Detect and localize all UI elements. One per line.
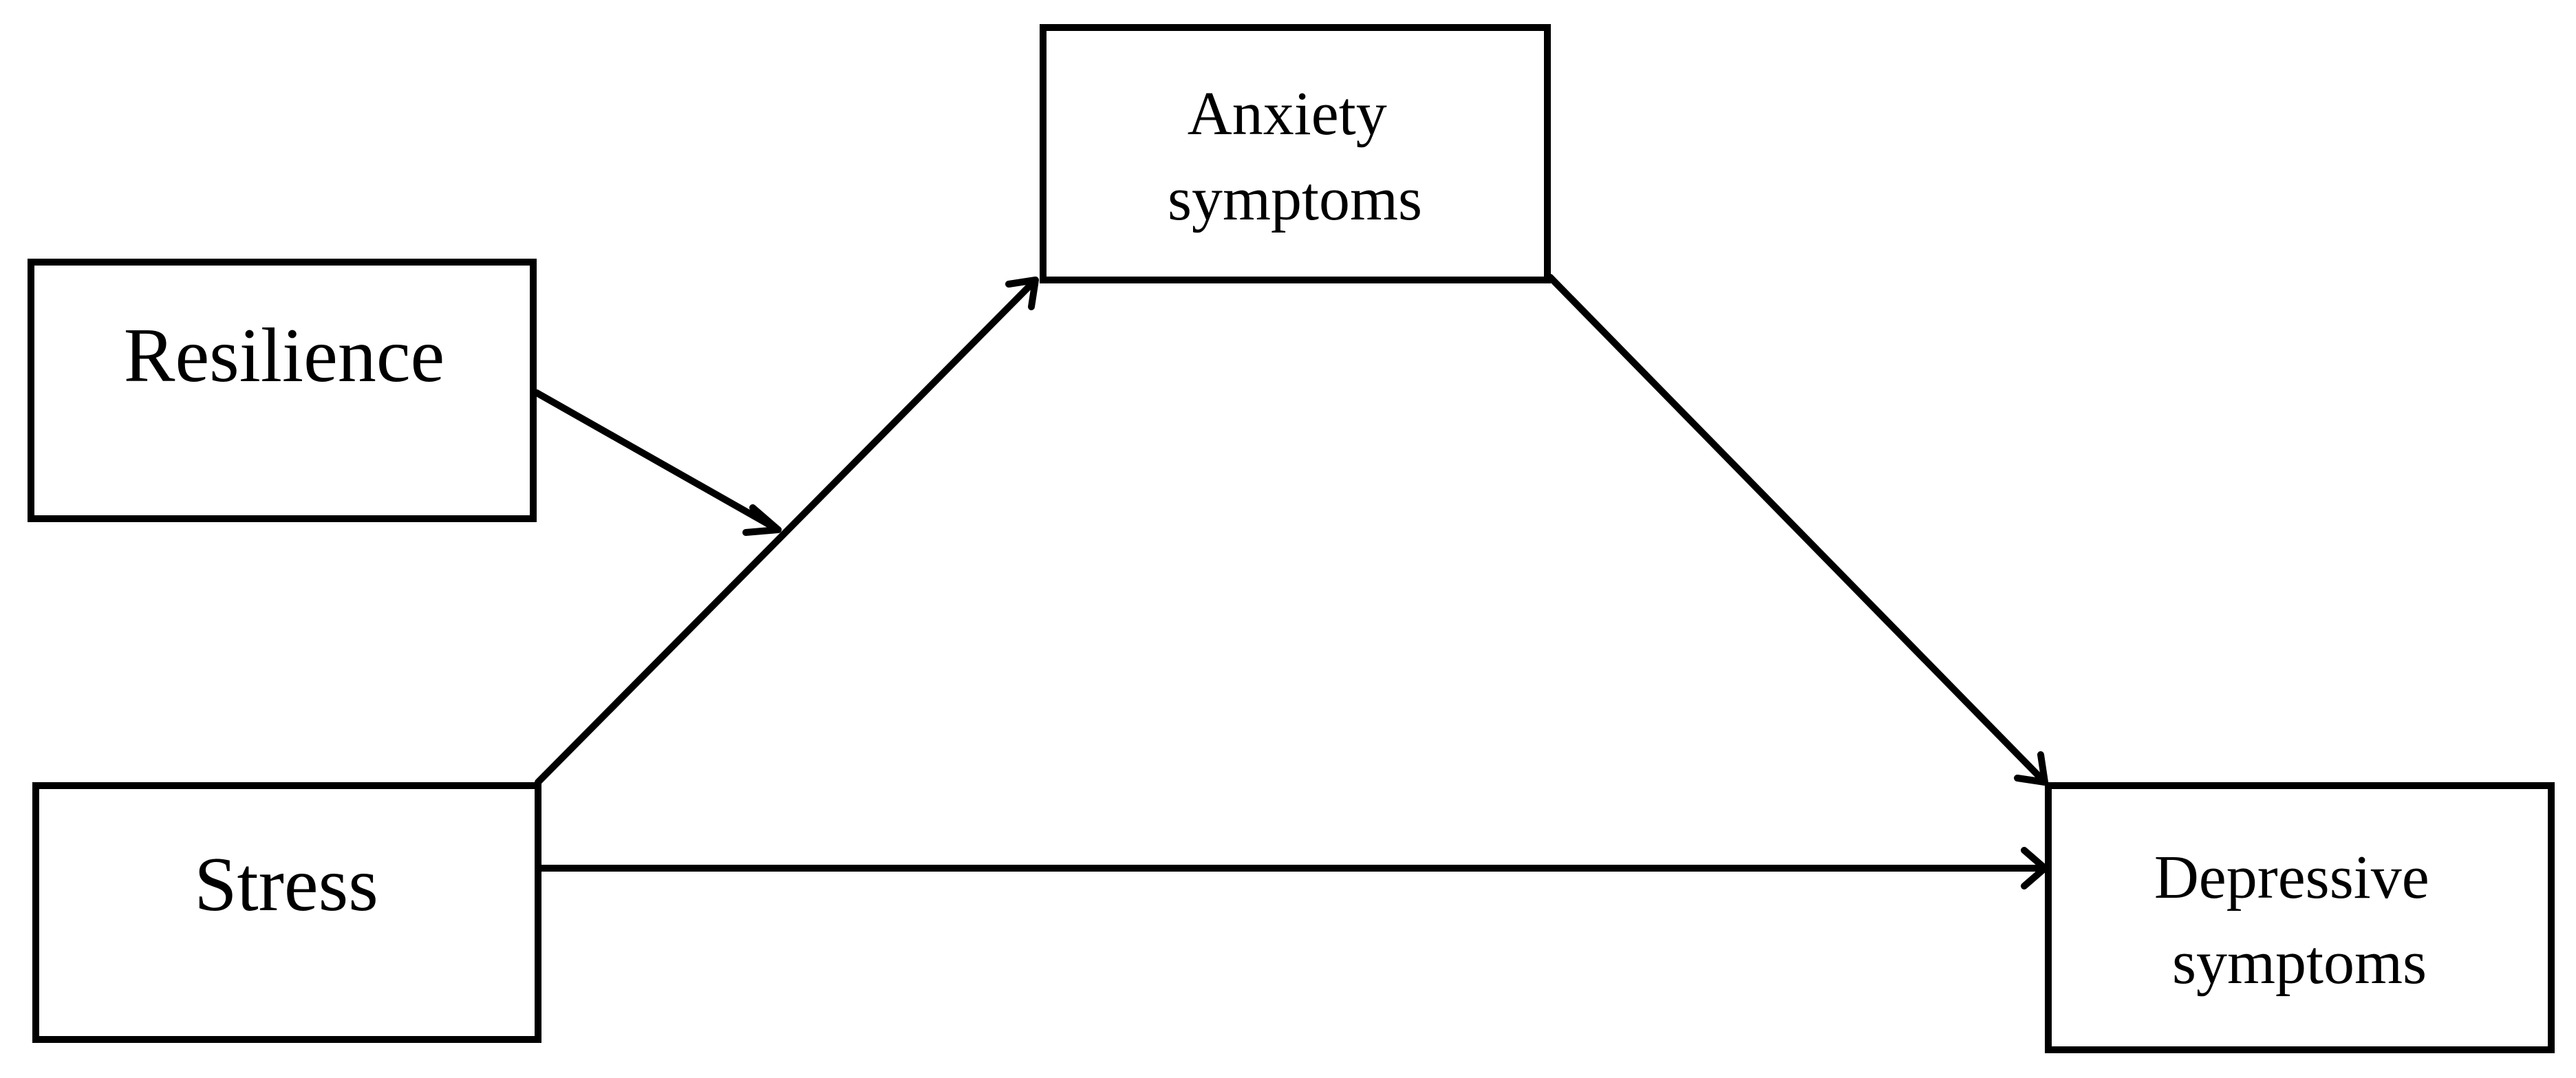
edge-anxiety-to-depressive <box>1547 274 2048 786</box>
node-anxiety-symptoms-label-line-2: symptoms <box>1168 165 1422 233</box>
node-anxiety-symptoms-label-line-1: Anxiety <box>1188 80 1387 148</box>
edge-stress-to-anxiety <box>535 277 1039 786</box>
node-depressive-symptoms-box <box>2045 782 2555 1053</box>
nodes: Resilience Stress Anxiety symptoms Depre… <box>28 24 2555 1053</box>
node-resilience-box <box>28 259 537 522</box>
node-anxiety-symptoms: Anxiety symptoms <box>1040 24 1551 283</box>
node-anxiety-symptoms-box <box>1040 24 1551 283</box>
node-anxiety-symptoms-label: Anxiety symptoms <box>1168 80 1422 233</box>
arrowhead-stress-to-anxiety <box>1005 277 1039 310</box>
node-resilience: Resilience <box>28 259 537 522</box>
arrowhead-resilience-moderation <box>742 504 782 536</box>
edges <box>533 274 2048 890</box>
node-stress: Stress <box>32 782 541 1043</box>
node-stress-box <box>32 782 541 1043</box>
node-resilience-label: Resilience <box>124 313 444 398</box>
edge-resilience-moderation <box>533 389 782 533</box>
node-depressive-symptoms: Depressive symptoms <box>2045 782 2555 1053</box>
node-depressive-symptoms-label: Depressive symptoms <box>2154 843 2445 997</box>
node-resilience-label-line-1: Resilience <box>124 313 444 398</box>
node-depressive-symptoms-label-line-1: Depressive <box>2154 843 2429 912</box>
node-stress-label-line-1: Stress <box>194 842 378 927</box>
node-depressive-symptoms-label-line-2: symptoms <box>2172 929 2427 997</box>
node-stress-label: Stress <box>194 842 378 927</box>
